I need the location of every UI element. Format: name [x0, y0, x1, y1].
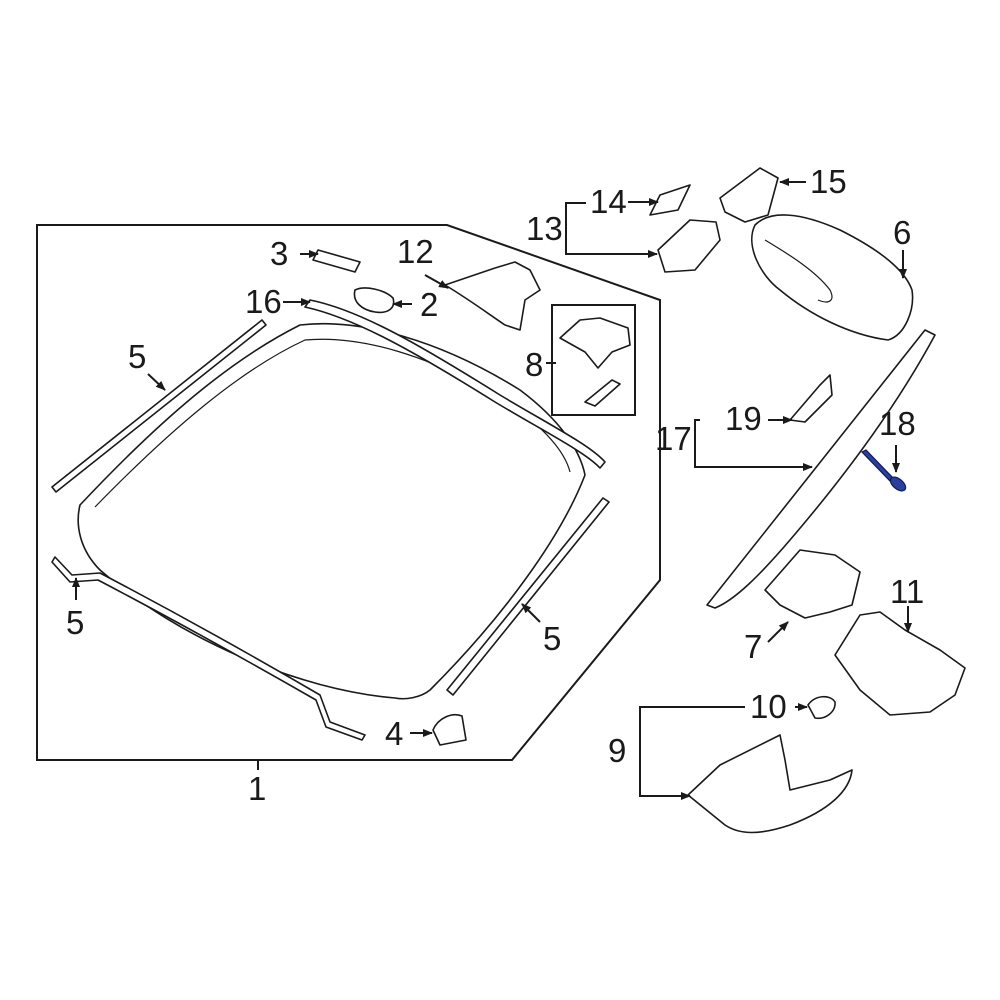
part-8-bracket [559, 317, 631, 369]
part-12-bracket [444, 261, 541, 331]
callout-13: 13 [526, 210, 563, 247]
callout-18: 18 [879, 405, 916, 442]
callout-5-left: 5 [128, 338, 146, 375]
leader-7 [767, 621, 789, 643]
callout-5-bottom: 5 [66, 604, 84, 641]
leader-5-right [521, 603, 541, 623]
part-3-label [312, 249, 361, 273]
callout-3: 3 [270, 235, 288, 272]
part-14-pad [649, 184, 691, 216]
callout-8: 8 [525, 346, 543, 383]
part-8-clip [584, 379, 621, 407]
callout-7: 7 [744, 628, 762, 665]
part-10-cap [807, 695, 836, 720]
part-13-sensor [657, 219, 721, 273]
leader-5-left [147, 373, 166, 391]
part-15-cover [719, 167, 779, 223]
callout-15: 15 [810, 163, 847, 200]
callout-5-right: 5 [543, 620, 561, 657]
callout-2: 2 [420, 286, 438, 323]
part-2-clip [353, 287, 395, 314]
callout-14: 14 [590, 183, 627, 220]
part-6-mirror [751, 214, 914, 341]
callout-4: 4 [385, 715, 403, 752]
upper-moulding [304, 299, 606, 469]
leader-9 [639, 706, 745, 800]
part-11-housing [834, 611, 966, 716]
part-19-clip [789, 374, 833, 423]
part-4-cover [432, 714, 467, 746]
part-18-screw [861, 449, 896, 483]
callout-16: 16 [245, 283, 282, 320]
part-17-pillar-trim [706, 329, 936, 609]
callout-19: 19 [725, 400, 762, 437]
lower-moulding [51, 556, 366, 741]
callout-1: 1 [248, 770, 266, 807]
callout-6: 6 [893, 214, 911, 251]
leader-17 [694, 419, 813, 471]
right-side-moulding [446, 497, 610, 696]
part-6-mount [764, 239, 833, 303]
callout-9: 9 [608, 732, 626, 769]
windshield-group-frame [36, 224, 661, 761]
part-8-frame [551, 304, 636, 416]
callout-17: 17 [655, 420, 692, 457]
part-7-console [764, 549, 861, 619]
callout-10: 10 [750, 688, 787, 725]
callout-11: 11 [890, 573, 924, 610]
leader-12 [424, 274, 449, 289]
callout-12: 12 [397, 233, 434, 270]
leader-13 [565, 202, 658, 258]
windshield-glass [77, 322, 586, 700]
part-18-head [889, 476, 907, 492]
part-9-bezel [687, 734, 853, 834]
left-side-moulding [51, 319, 267, 493]
